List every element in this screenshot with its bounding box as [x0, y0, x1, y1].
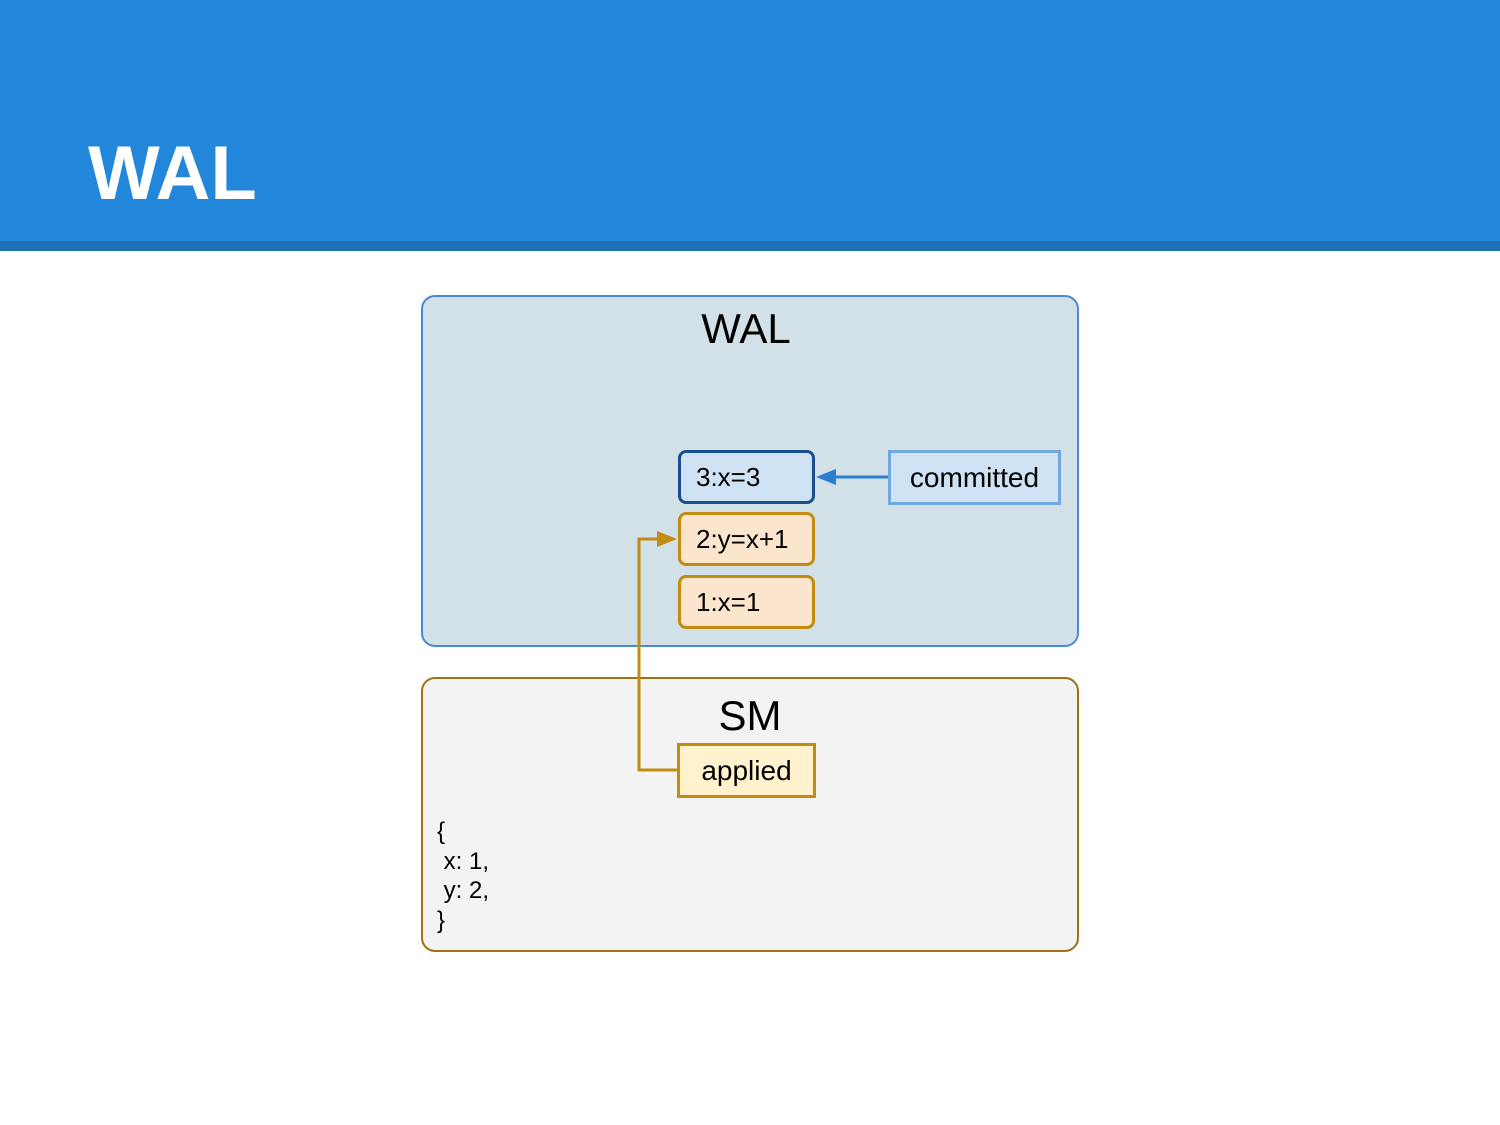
state-line: y: 2, [437, 877, 490, 904]
sm-panel [421, 677, 1079, 952]
wal-panel-label: WAL [701, 305, 791, 352]
slide-header [0, 0, 1500, 241]
state-line: { [437, 818, 446, 845]
slide-title: WAL [88, 131, 257, 216]
state-machine-contents: { x: 1, y: 2, } [437, 817, 489, 935]
sm-panel-label: SM [718, 692, 782, 739]
applied-pointer: applied [677, 743, 816, 798]
wal-entry-3: 3:x=3 [678, 450, 815, 504]
wal-entry-1: 1:x=1 [678, 575, 815, 629]
state-line: x: 1, [437, 847, 490, 875]
wal-entry-2: 2:y=x+1 [678, 512, 815, 566]
header-band [0, 241, 1500, 251]
state-line: } [437, 906, 446, 934]
committed-pointer: committed [888, 450, 1061, 505]
